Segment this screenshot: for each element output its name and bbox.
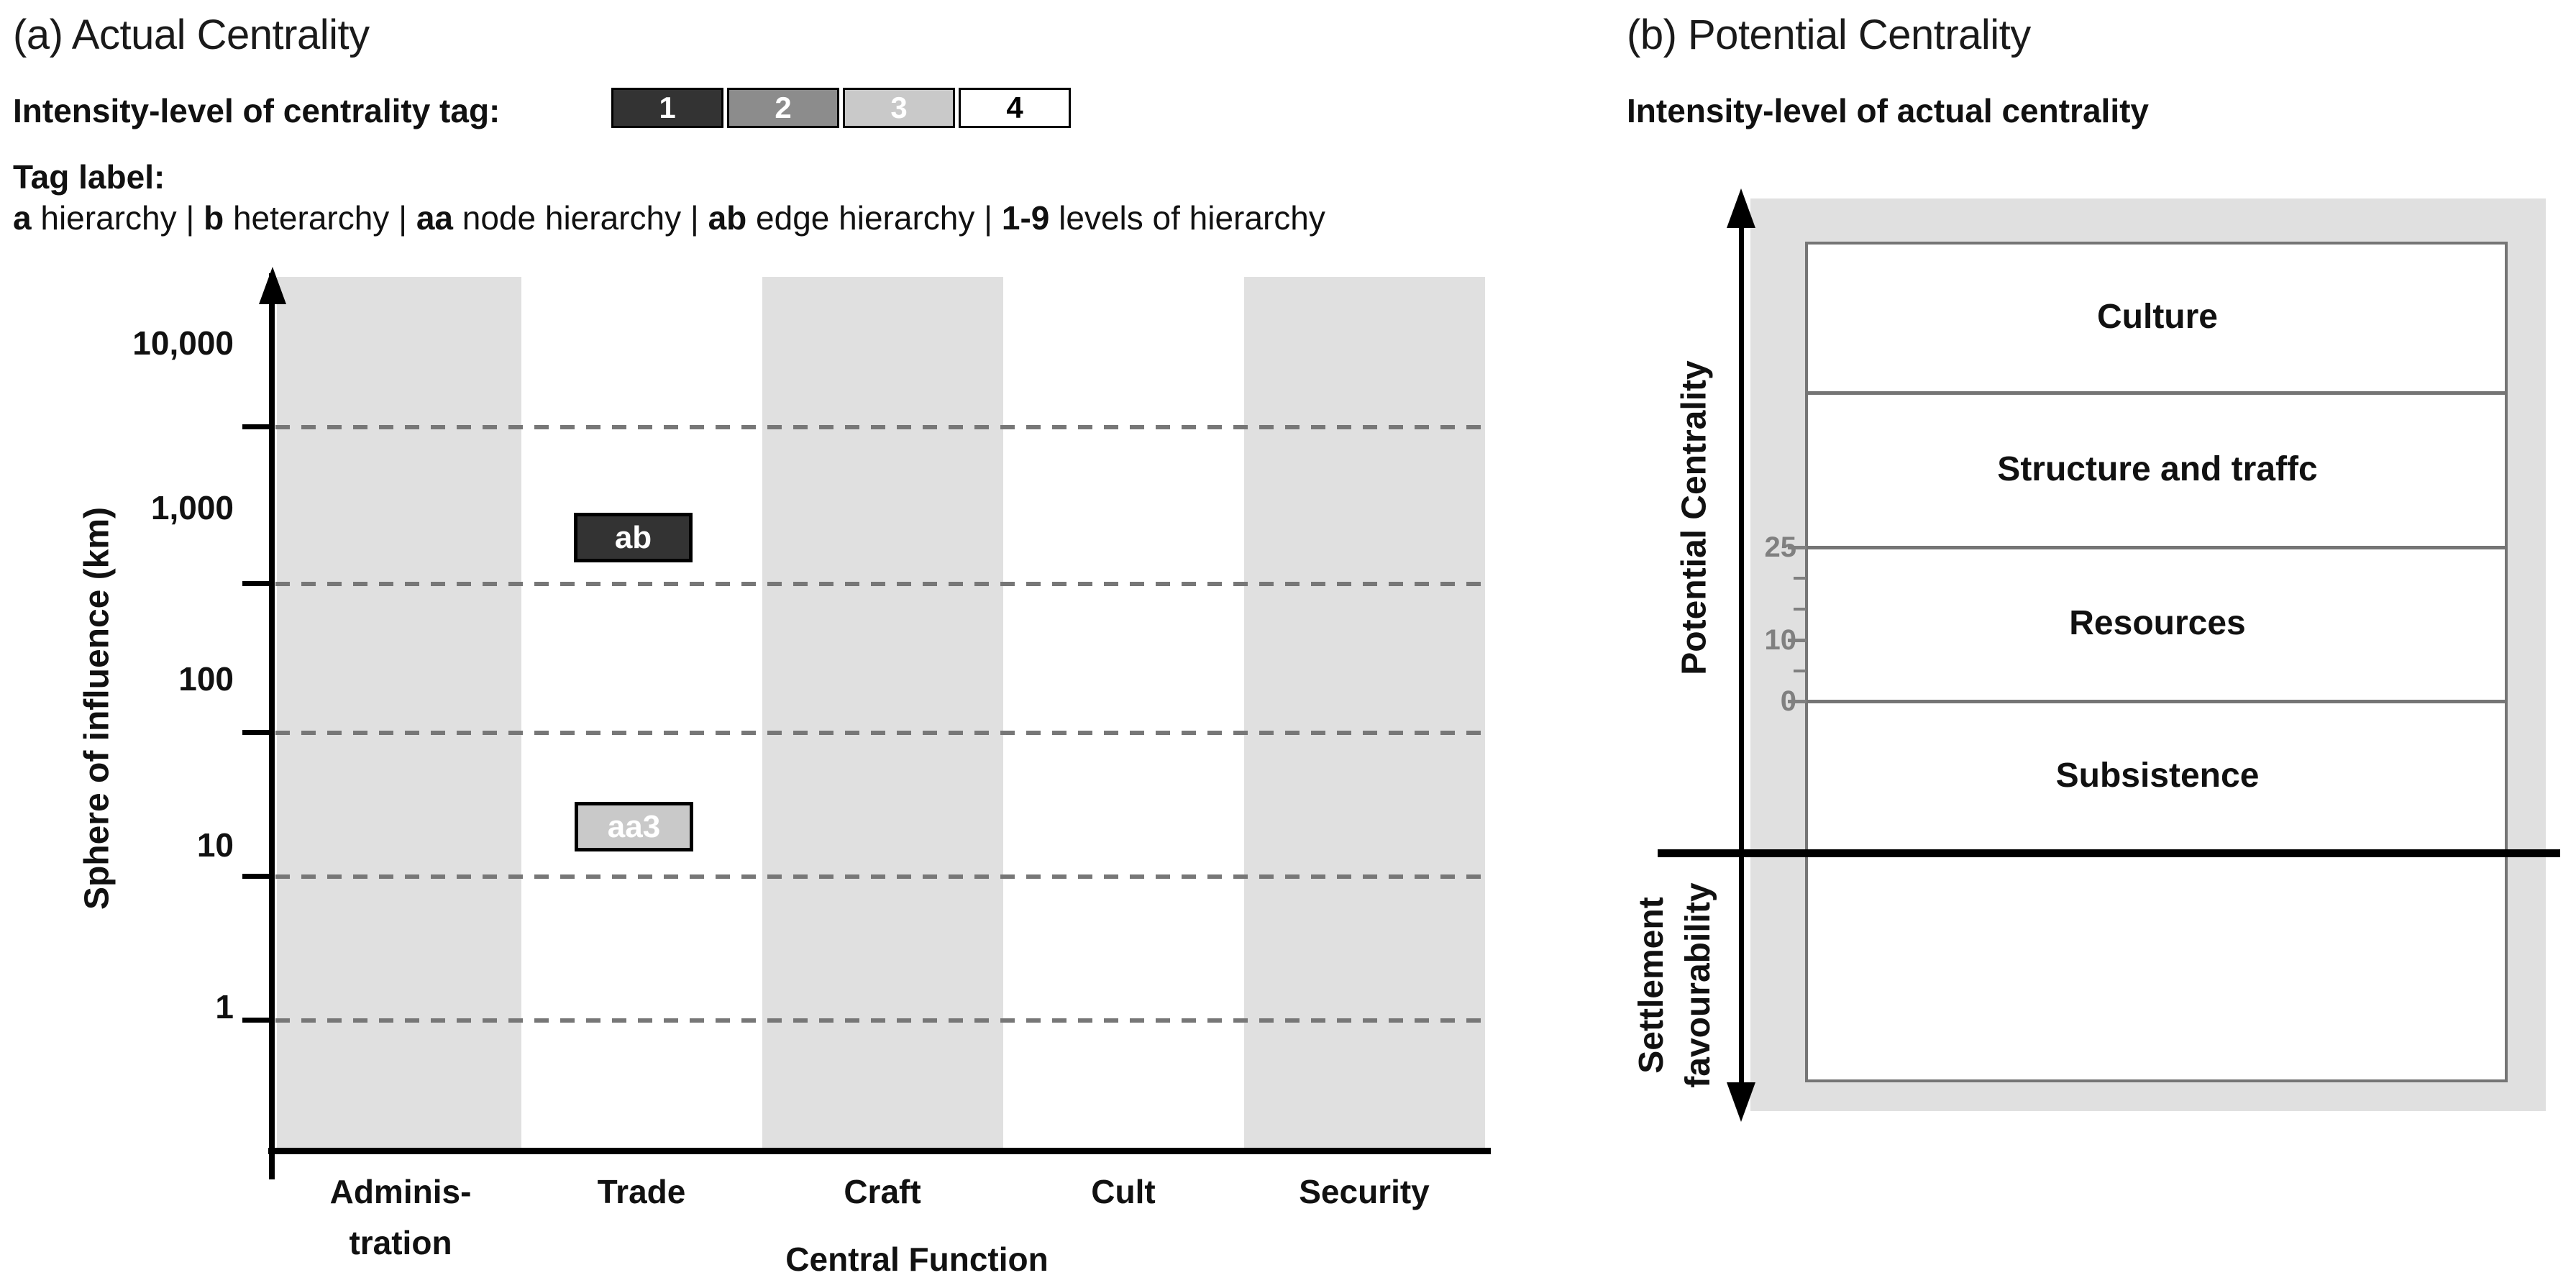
- vertical-axis-line: [1739, 216, 1744, 1100]
- tag-key-a: a: [13, 199, 32, 237]
- x-label-trade: Trade: [597, 1173, 686, 1210]
- legend-level-1: 1: [611, 88, 723, 128]
- y-axis-line: [269, 273, 275, 1179]
- y-tick-mark-3: [242, 730, 273, 735]
- potential-centrality-axis-label: Potential Centrality: [1675, 360, 1714, 675]
- gridline-3: [275, 731, 1491, 735]
- legend-level-3: 3: [843, 88, 955, 128]
- tick-15-minor: [1794, 608, 1806, 611]
- panel-b-title: (b) Potential Centrality: [1627, 12, 2031, 58]
- gridline-1: [275, 425, 1491, 429]
- y-tick-label-1000: 1,000: [150, 489, 234, 526]
- axis-arrow-down-icon: [1727, 1082, 1755, 1122]
- layer-structure-and-traffc: Structure and traffc: [1997, 450, 2318, 488]
- panel-b-subtitle: Intensity-level of actual centrality: [1627, 92, 2150, 129]
- x-label-craft: Craft: [844, 1173, 921, 1210]
- x-label-cult: Cult: [1091, 1173, 1156, 1210]
- y-tick-mark-1: [242, 424, 273, 429]
- tick-5-minor: [1794, 670, 1806, 672]
- divider-culture-structure: [1805, 391, 2508, 395]
- tick-25: [1788, 546, 1807, 549]
- tag-key-levels: levels of hierarchy: [1049, 199, 1325, 237]
- tag-box-aa3: aa3: [575, 802, 693, 851]
- tick-20-minor: [1794, 577, 1806, 580]
- layer-resources: Resources: [2069, 604, 2246, 642]
- tag-key-node-hierarchy: node hierarchy |: [452, 199, 708, 237]
- tag-key-hierarchy: hierarchy |: [31, 199, 204, 237]
- tag-key-1-9: 1-9: [1001, 199, 1050, 237]
- y-tick-label-1: 1: [215, 988, 234, 1026]
- gridline-4: [275, 874, 1491, 879]
- panel-a-title: (a) Actual Centrality: [13, 12, 370, 58]
- legend-level-4: 4: [959, 88, 1071, 128]
- tag-key-edge-hierarchy: edge hierarchy |: [746, 199, 1002, 237]
- tick-label-0: 0: [1780, 685, 1796, 717]
- divider-structure-resources: [1805, 546, 2508, 549]
- settlement-label-line1: Settlement: [1632, 897, 1671, 1074]
- x-axis-title: Central Function: [785, 1241, 1049, 1278]
- settlement-zero-line: [1658, 849, 2560, 857]
- tag-label-heading: Tag label:: [13, 158, 165, 196]
- gridline-2: [275, 582, 1491, 586]
- tick-label-25: 25: [1764, 531, 1797, 563]
- y-tick-mark-2: [242, 581, 273, 586]
- shaded-column-security: [1244, 277, 1485, 1148]
- x-label-administration: Adminis- tration: [286, 1166, 516, 1269]
- y-tick-mark-5: [242, 1018, 273, 1023]
- y-tick-label-100: 100: [178, 660, 234, 698]
- shaded-column-craft: [762, 277, 1003, 1148]
- tag-key-aa: aa: [416, 199, 453, 237]
- y-tick-label-10: 10: [196, 826, 234, 864]
- x-label-security: Security: [1299, 1173, 1430, 1210]
- x-label-administration-line1: Adminis-: [329, 1173, 472, 1210]
- tag-box-ab: ab: [574, 513, 693, 562]
- y-axis-title: Sphere of influence (km): [78, 506, 117, 910]
- tag-key-ab: ab: [708, 199, 747, 237]
- layer-subsistence: Subsistence: [2055, 757, 2260, 795]
- x-axis-line: [268, 1148, 1491, 1154]
- legend-level-2: 2: [727, 88, 839, 128]
- tick-0: [1788, 700, 1807, 703]
- y-axis-arrow-icon: [259, 267, 286, 304]
- settlement-favourability-axis-label: Settlement favourability: [1629, 882, 1722, 1087]
- divider-resources-subsistence: [1805, 700, 2508, 703]
- axis-arrow-up-icon: [1727, 188, 1755, 228]
- y-tick-label-10000: 10,000: [132, 324, 234, 362]
- settlement-label-line2: favourability: [1679, 882, 1717, 1088]
- legend-label: Intensity-level of centrality tag:: [13, 92, 501, 129]
- x-label-administration-line2: tration: [349, 1224, 452, 1262]
- tick-label-10: 10: [1764, 624, 1797, 656]
- y-tick-mark-4: [242, 874, 273, 879]
- tag-key-b: b: [204, 199, 224, 237]
- intensity-legend: 1 2 3 4: [611, 88, 1071, 128]
- tick-10: [1788, 639, 1807, 642]
- gridline-5: [275, 1018, 1491, 1023]
- tag-label-key: a hierarchy | b heterarchy | aa node hie…: [13, 199, 1325, 237]
- layer-culture: Culture: [2097, 298, 2218, 336]
- shaded-column-administration: [277, 277, 521, 1148]
- layers-box: [1805, 242, 2508, 1082]
- tag-key-heterarchy: heterarchy |: [224, 199, 416, 237]
